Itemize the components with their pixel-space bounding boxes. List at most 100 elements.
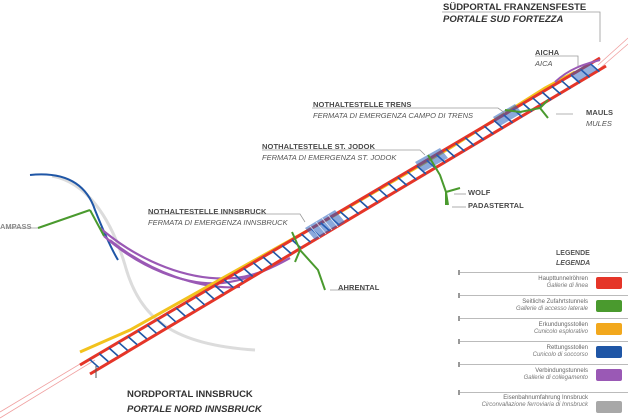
cross-passage (252, 262, 263, 272)
innsbruck-stop-label-it: FERMATA DI EMERGENZA INNSBRUCK (148, 218, 288, 227)
legend-swatch-purple (596, 369, 622, 381)
legend-swatch-red (596, 277, 622, 289)
legend-swatch-green (596, 300, 622, 312)
label-leaders (6, 11, 601, 291)
legend-item-label-it: Gallerie di accesso laterale (515, 306, 588, 312)
cross-passage (560, 80, 572, 90)
st-jodok-label-it: FERMATA DI EMERGENZA ST. JODOK (262, 153, 397, 162)
wolf-label: WOLF (468, 188, 491, 197)
legend-item-label-it: Gallerie di collegamento (523, 375, 588, 381)
mauls-label-de: MAULS (586, 108, 614, 117)
south-approach-line-2 (597, 43, 628, 71)
nordportal-label-de: NORDPORTAL INNSBRUCK (127, 389, 253, 400)
cross-passage (233, 273, 244, 283)
cross-passage (532, 97, 543, 107)
legend-item-label-de: Seitliche Zufahrtstunnels (522, 299, 588, 305)
ahrental-access-branch (294, 249, 301, 263)
legend-swatch-orange (596, 323, 622, 335)
legend-swatch-blue (596, 346, 622, 358)
st-jodok-label-de: NOTHALTESTELLE ST. JODOK (262, 142, 376, 151)
cross-passage (272, 250, 283, 260)
innsbruck-bypass-tunnel (51, 174, 256, 352)
legend-item-rescue: Rettungsstollen Cunicolo di soccorso (458, 339, 628, 363)
cross-passage (397, 176, 408, 186)
mauls-label-it: MULES (586, 119, 612, 128)
padastertal-label: PADASTERTAL (468, 201, 524, 210)
ampass-access-connector (89, 209, 105, 237)
innsbruck-stop-label-de: NOTHALTESTELLE INNSBRUCK (148, 207, 267, 216)
legend-item-label-de: Eisenbahnumfahrung Innsbruck (503, 395, 588, 401)
cross-passage (175, 307, 186, 317)
cross-passage (464, 137, 475, 147)
cross-passage (223, 279, 234, 289)
legend-title-de: LEGENDE (556, 250, 590, 257)
cross-passage (377, 188, 389, 198)
ahrental-label: AHRENTAL (338, 283, 380, 292)
cross-passage (166, 313, 177, 323)
suedportal-label-it: PORTALE SUD FORTEZZA (443, 14, 564, 25)
cross-passage (445, 148, 456, 158)
mauls-branch (539, 99, 549, 109)
cross-passage (474, 131, 485, 141)
legend-item-label-it: Cunicolo di soccorso (532, 352, 588, 358)
cross-passage (127, 336, 138, 346)
legend-item-exploratory: Erkundungsstollen Cunicolo esplorativo (458, 316, 628, 340)
main-tube-west (89, 64, 607, 376)
trens-label-it: FERMATA DI EMERGENZA CAMPO DI TRENS (313, 111, 474, 120)
connection-tunnel-3 (109, 239, 241, 289)
trens-label-de: NOTHALTESTELLE TRENS (313, 100, 412, 109)
legend-item-main-tubes: Haupttunnelröhren Gallerie di linea (458, 270, 628, 294)
cross-passage (262, 256, 273, 266)
north-approach-line-2 (0, 359, 96, 419)
legend-item-label-de: Rettungsstollen (546, 345, 588, 351)
legend-item-access-tunnels: Seitliche Zufahrtstunnels Gallerie di ac… (458, 293, 628, 317)
ahrental-access-tunnel (291, 231, 326, 291)
cross-passage (541, 91, 552, 101)
aicha-label-de: AICHA (535, 48, 560, 57)
cross-passage (300, 233, 312, 243)
cross-passage (406, 171, 417, 181)
south-portal-junction (554, 59, 601, 83)
ampass-blue-tunnel (29, 173, 119, 261)
cross-passage (146, 324, 157, 334)
wolf-branch (445, 187, 461, 193)
south-approach-line (597, 37, 628, 66)
cross-passage (156, 318, 167, 329)
legend-item-label-de: Haupttunnelröhren (538, 276, 588, 282)
cross-passage (214, 284, 225, 294)
north-approach-line (0, 354, 96, 413)
ampass-label: AMPASS (0, 222, 32, 231)
cross-passage (281, 245, 292, 255)
cross-passage (387, 182, 398, 192)
ampass-access-tunnel (37, 209, 91, 229)
cross-passage (98, 353, 109, 363)
cross-passage (551, 85, 562, 95)
cross-passage (117, 341, 129, 351)
emergency-stop-trens (493, 104, 522, 126)
cross-passage (108, 347, 119, 357)
legend-item-label-de: Verbindungstunnels (535, 368, 588, 374)
cross-passage (243, 267, 254, 277)
suedportal-label-de: SÜDPORTAL FRANZENSFESTE (443, 2, 587, 13)
emergency-stop-innsbruck (305, 210, 345, 240)
legend-item-label-it: Cunicolo esplorativo (533, 329, 588, 335)
legend-item-label-it: Circonvallazione ferroviaria di Innsbruc… (481, 402, 588, 408)
legend-swatch-grey (596, 401, 622, 413)
cross-passage (339, 210, 350, 221)
mauls-access-tunnel (504, 106, 549, 119)
cross-passage (483, 125, 494, 135)
cross-passage (358, 199, 369, 209)
nordportal-label-it: PORTALE NORD INNSBRUCK (127, 404, 262, 415)
cross-passage (137, 330, 148, 340)
legend-title-it: LEGENDA (556, 260, 591, 267)
cross-passage (455, 142, 466, 152)
legend-item-bypass: Eisenbahnumfahrung Innsbruck Circonvalla… (458, 390, 628, 414)
cross-passage (349, 205, 360, 215)
cross-passage (493, 119, 504, 130)
cross-passage (204, 290, 215, 300)
aicha-label-it: AICA (535, 59, 553, 68)
legend-item-label-it: Gallerie di linea (546, 283, 588, 289)
cross-passage (195, 296, 206, 306)
cross-passage (185, 301, 196, 312)
